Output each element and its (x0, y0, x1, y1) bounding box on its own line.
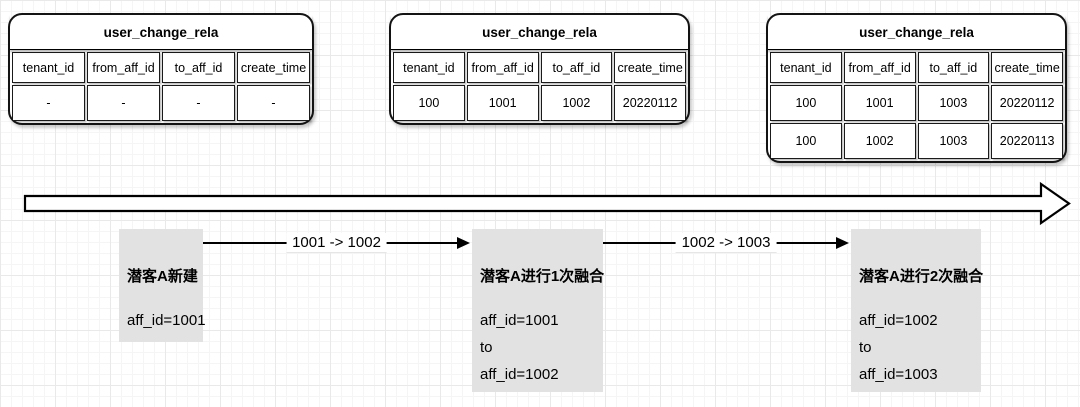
event-title: 潜客A进行2次融合 (859, 268, 984, 285)
event-lines: aff_id=1001 (127, 307, 206, 334)
transition-label: 1002 -> 1003 (675, 233, 777, 253)
event-title: 潜客A新建 (127, 268, 198, 285)
column-header: to_aff_id (540, 52, 613, 83)
db-table-after-merge-2: user_change_rela tenant_id from_aff_id t… (766, 13, 1067, 163)
column-header: to_aff_id (917, 52, 990, 83)
timeline-arrow-icon (23, 181, 1071, 226)
db-table-initial: user_change_rela tenant_id from_aff_id t… (8, 13, 314, 125)
db-table-after-merge-1: user_change_rela tenant_id from_aff_id t… (389, 13, 690, 125)
table-cell: 1003 (917, 123, 990, 159)
column-header: from_aff_id (87, 52, 160, 83)
event-line: aff_id=1002 (859, 312, 938, 329)
table-cell: 1001 (466, 85, 539, 121)
column-header: create_time (991, 52, 1063, 83)
event-title: 潜客A进行1次融合 (480, 268, 605, 285)
transition-label: 1001 -> 1002 (286, 233, 387, 253)
table-cell: 100 (393, 85, 465, 121)
event-line: aff_id=1003 (859, 366, 938, 383)
event-line: to (480, 339, 493, 356)
event-box-merge-1: 潜客A进行1次融合 aff_id=1001 to aff_id=1002 (472, 229, 605, 392)
table-cell: 20220112 (614, 85, 686, 121)
table-cell: - (12, 85, 85, 121)
event-line: aff_id=1001 (480, 312, 559, 329)
table-cell: 1002 (540, 85, 613, 121)
table-cell: 20220112 (991, 85, 1063, 121)
arrowhead-icon (836, 237, 849, 249)
event-line: to (859, 339, 872, 356)
column-header: from_aff_id (466, 52, 539, 83)
column-header: create_time (237, 52, 310, 83)
table-cell: - (87, 85, 160, 121)
table-cell: 100 (770, 85, 842, 121)
event-line: aff_id=1001 (127, 312, 206, 329)
column-header: tenant_id (12, 52, 85, 83)
event-lines: aff_id=1002 to aff_id=1003 (859, 307, 977, 388)
table-cell: 100 (770, 123, 842, 159)
table-cell: 1002 (843, 123, 916, 159)
table-cell: 20220113 (991, 123, 1063, 159)
column-header: create_time (614, 52, 686, 83)
table-cell: - (237, 85, 310, 121)
column-header: tenant_id (393, 52, 465, 83)
arrowhead-icon (457, 237, 470, 249)
event-line: aff_id=1002 (480, 366, 559, 383)
event-box-created: 潜客A新建 aff_id=1001 (119, 229, 206, 342)
event-lines: aff_id=1001 to aff_id=1002 (480, 307, 599, 388)
table-title: user_change_rela (391, 15, 688, 50)
table-cell: 1003 (917, 85, 990, 121)
table-body: tenant_id from_aff_id to_aff_id create_t… (768, 50, 1065, 161)
table-body: tenant_id from_aff_id to_aff_id create_t… (10, 50, 312, 123)
event-box-merge-2: 潜客A进行2次融合 aff_id=1002 to aff_id=1003 (851, 229, 984, 392)
column-header: tenant_id (770, 52, 842, 83)
table-body: tenant_id from_aff_id to_aff_id create_t… (391, 50, 688, 123)
column-header: from_aff_id (843, 52, 916, 83)
table-title: user_change_rela (10, 15, 312, 50)
column-header: to_aff_id (162, 52, 235, 83)
table-cell: - (162, 85, 235, 121)
table-cell: 1001 (843, 85, 916, 121)
table-title: user_change_rela (768, 15, 1065, 50)
